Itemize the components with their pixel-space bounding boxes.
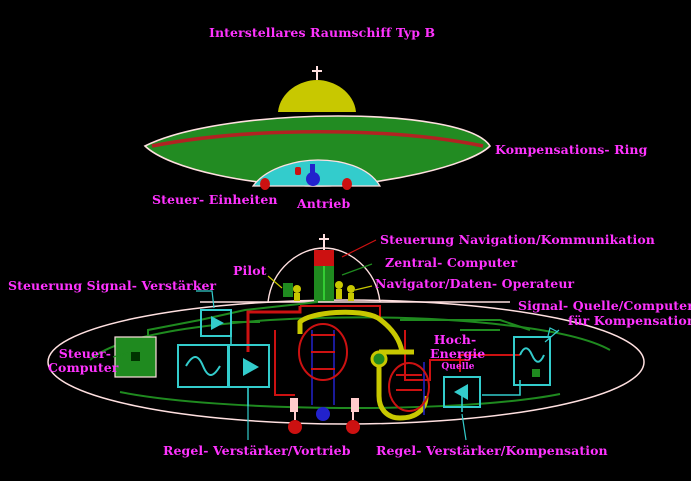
steering-unit-right [342, 178, 352, 190]
bottom-saucer [47, 234, 645, 434]
label-steuer-einheiten: Steuer- Einheiten [152, 192, 278, 207]
top-dome [278, 80, 356, 112]
label-steuerung-signal: Steuerung Signal- Verstärker [8, 278, 217, 293]
schematic-hull [47, 299, 645, 425]
schematic-dome [267, 247, 381, 303]
drive-stem [310, 164, 315, 176]
label-steuer-computer-line2: Computer [48, 360, 119, 375]
label-steuer-computer-line1: Steuer- [58, 346, 111, 361]
label-signal-quelle-line2: für Kompensation [568, 313, 691, 328]
steering-unit-bottom-right [346, 420, 360, 434]
yellow-conduit-upper [297, 309, 405, 353]
drive-core [306, 172, 320, 186]
label-kompensations-ring: Kompensations- Ring [495, 142, 648, 157]
reactor-right [388, 362, 430, 412]
label-navigator: Navigator/Daten- Operateur [375, 276, 575, 291]
steering-unit-bottom-left [288, 420, 302, 434]
label-zentral-computer: Zentral- Computer [385, 255, 518, 270]
pilot-figure [283, 283, 301, 301]
label-hoch-line1: Hoch- [433, 332, 477, 347]
compensation-amplifier-box [443, 376, 481, 408]
navigator-figure [335, 281, 355, 301]
energy-node [370, 350, 388, 368]
leader-lines [112, 239, 560, 441]
label-regel-kompensation: Regel- Verstärker/Kompensation [376, 443, 608, 458]
top-saucer [143, 66, 492, 190]
label-signal-quelle-line1: Signal- Quelle/Computer [518, 298, 691, 313]
signal-amplifier-box [200, 309, 232, 337]
reactor-left [298, 323, 348, 381]
hull-stripe [151, 130, 484, 148]
diagram-title: Interstellares Raumschiff Typ B [209, 25, 436, 40]
steering-unit-left [260, 178, 270, 190]
label-antrieb: Antrieb [297, 196, 351, 211]
label-pilot: Pilot [233, 263, 267, 278]
yellow-conduit-lower [376, 365, 429, 421]
steering-unit-inner [295, 167, 301, 175]
label-steuerung-navigation: Steuerung Navigation/Kommunikation [380, 232, 655, 247]
bottom-connector-left [290, 398, 298, 412]
propulsion-amplifier-box [228, 344, 270, 388]
label-hoch-line3: Quelle [441, 362, 475, 372]
drive-unit-bottom [316, 407, 330, 421]
bottom-connector-right [351, 398, 359, 412]
label-regel-vortrieb: Regel- Verstärker/Vortrieb [163, 443, 351, 458]
label-hoch-line2: Energie [430, 346, 486, 361]
signal-source-box [513, 336, 551, 386]
navigation-unit [314, 250, 334, 266]
